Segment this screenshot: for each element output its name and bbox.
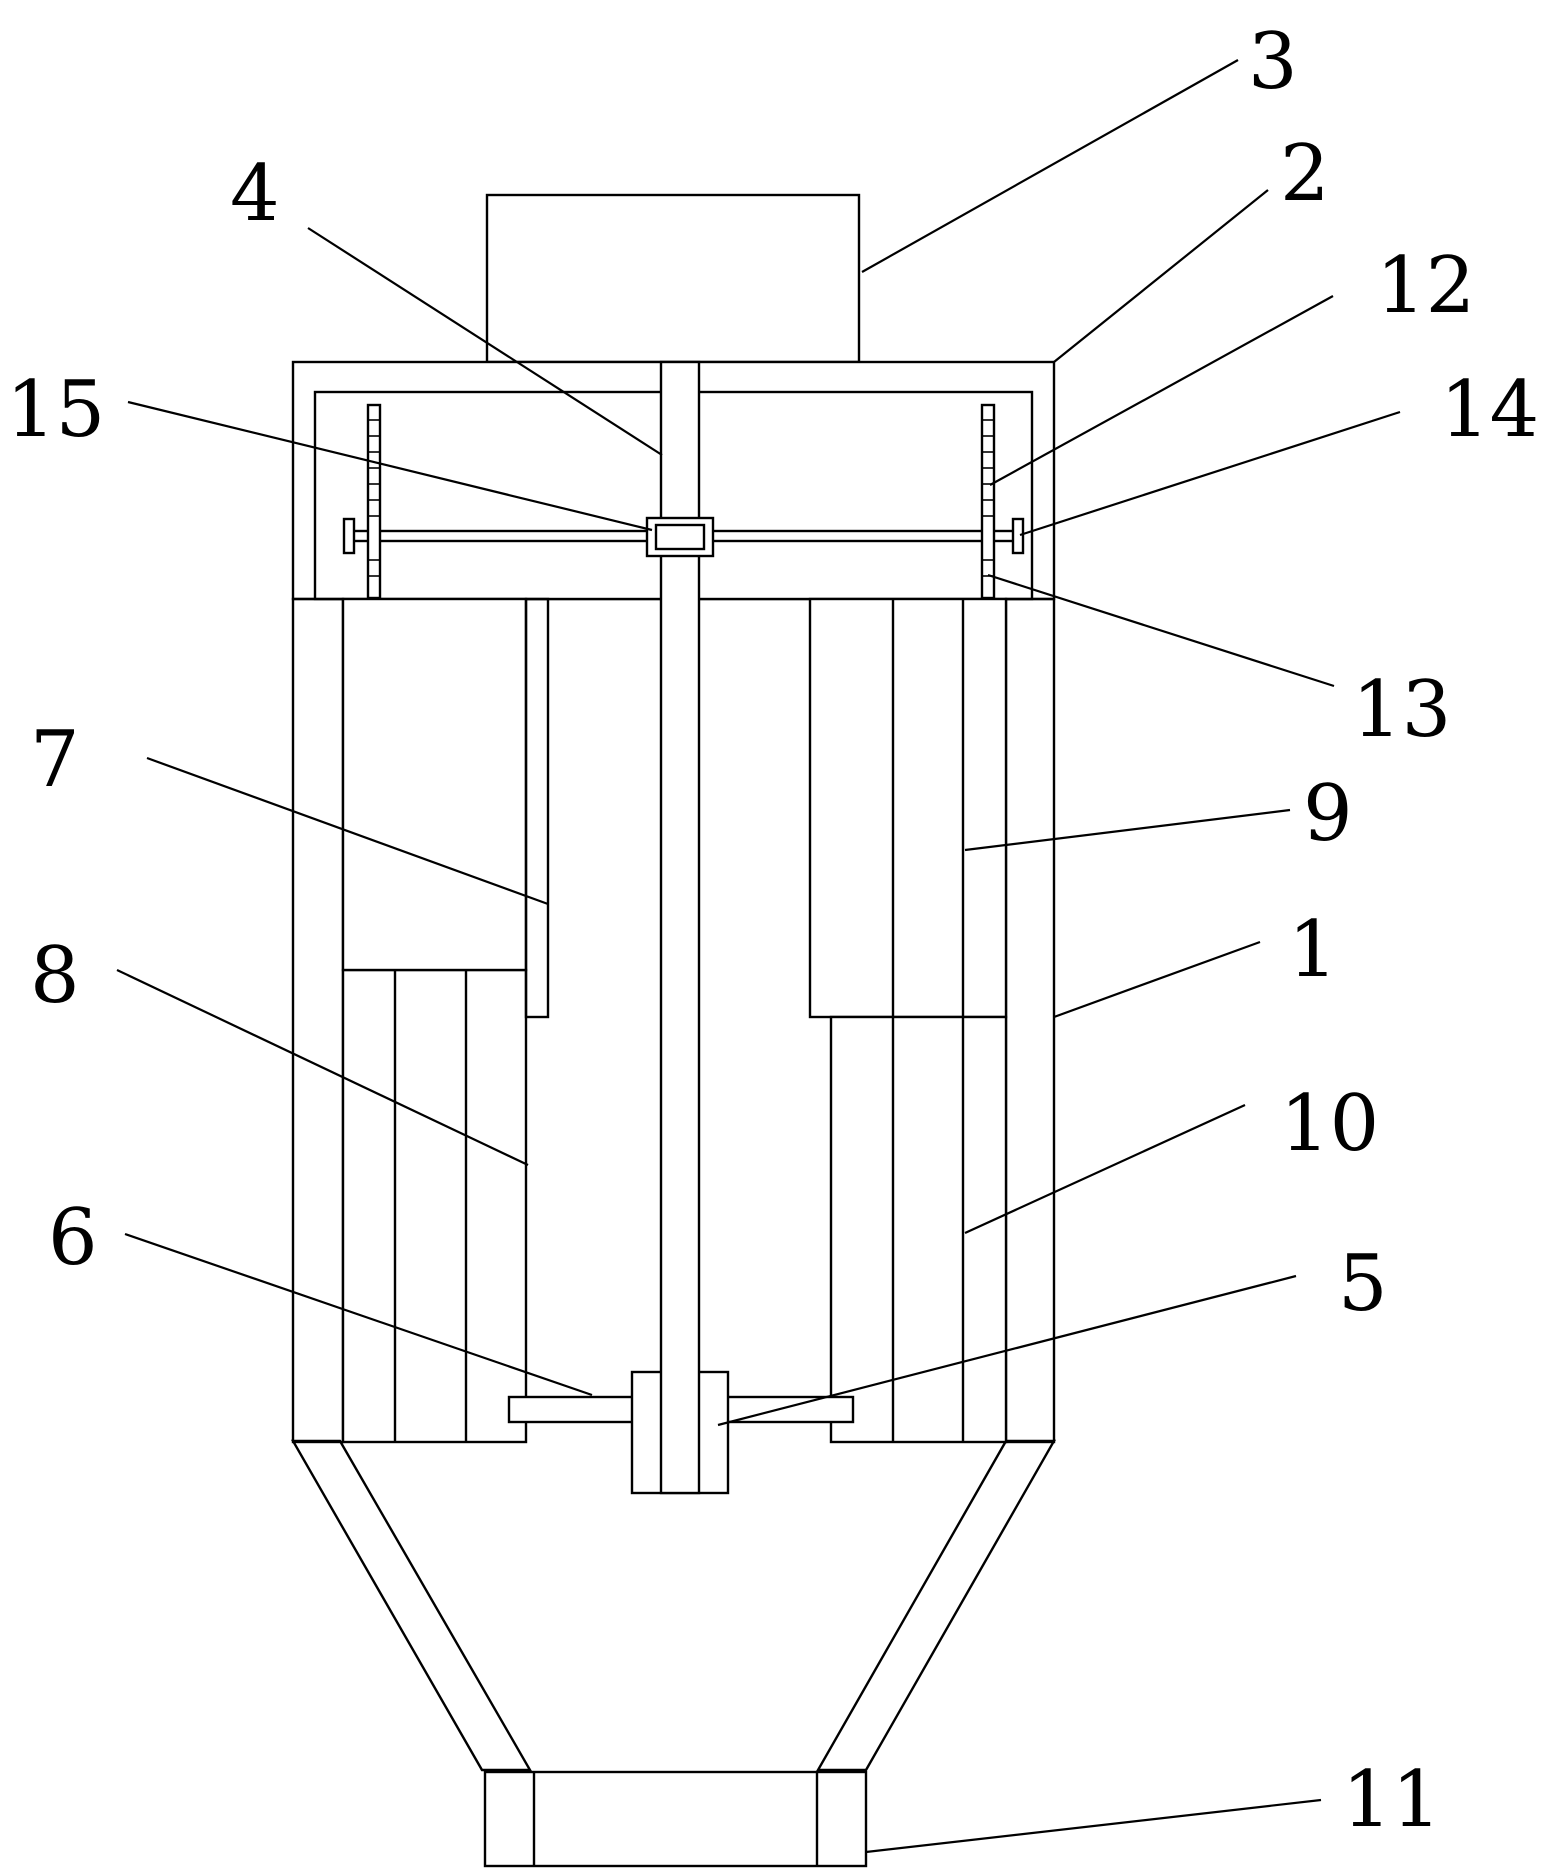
label-13: 13 — [1352, 665, 1451, 755]
label-1: 1 — [1288, 905, 1338, 995]
label-7: 7 — [30, 715, 80, 805]
left-cone-wall — [293, 1441, 530, 1770]
baffle-plate — [526, 599, 548, 1017]
motor — [487, 195, 859, 362]
label-14: 14 — [1440, 365, 1539, 455]
label-5: 5 — [1338, 1239, 1388, 1329]
left-gear-rack — [368, 405, 380, 598]
shaft-connector — [656, 525, 704, 549]
label-15: 15 — [6, 365, 105, 455]
right-gear-rack — [982, 405, 994, 598]
label-11: 11 — [1342, 1755, 1441, 1845]
label-9: 9 — [1303, 769, 1353, 859]
right-lower-filter — [831, 1017, 1006, 1442]
left-wall — [293, 599, 343, 1442]
label-12: 12 — [1376, 241, 1475, 331]
label-4: 4 — [230, 149, 280, 239]
right-wall — [1006, 599, 1054, 1442]
left-filter-block — [343, 970, 526, 1442]
left-upper-chamber — [343, 599, 526, 970]
label-2: 2 — [1280, 129, 1330, 219]
label-10: 10 — [1280, 1079, 1379, 1169]
label-6: 6 — [48, 1193, 98, 1283]
right-upper-filter — [810, 599, 1006, 1017]
discharge-pipe — [485, 1772, 866, 1866]
right-cone-wall — [818, 1441, 1054, 1770]
right-rod-end — [1013, 519, 1023, 553]
label-8: 8 — [30, 931, 80, 1021]
label-3: 3 — [1248, 17, 1298, 107]
left-rod-end — [344, 519, 354, 553]
